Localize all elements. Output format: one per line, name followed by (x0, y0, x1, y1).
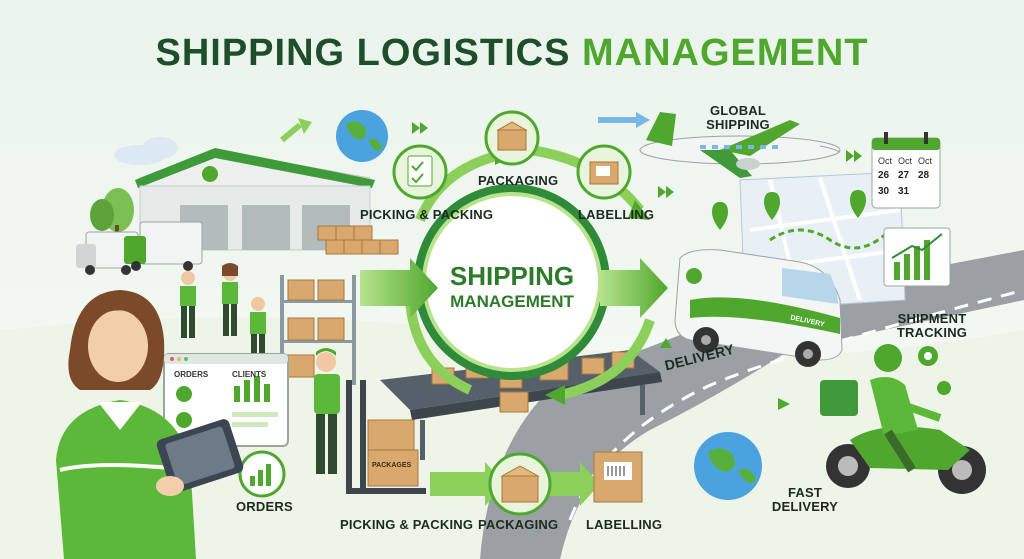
shelving (280, 275, 356, 385)
tablet-icon (156, 419, 244, 493)
map-pin-icon (712, 190, 951, 395)
cloud (114, 137, 178, 165)
label-picking-packing-top: PICKING & PACKING (360, 207, 494, 222)
calendar-day-30: 30 (878, 186, 890, 197)
worker (180, 271, 196, 338)
worker (222, 263, 238, 336)
checklist-icon (392, 144, 448, 200)
van-icon (674, 249, 843, 367)
box-icon (488, 452, 552, 516)
calendar-day-28: 28 (918, 170, 930, 181)
flow-arrows (280, 112, 668, 506)
woman-with-tablet (56, 290, 244, 559)
globe-icon (694, 432, 762, 500)
hub-line-1: SHIPPING (449, 261, 575, 291)
globe-icon (336, 110, 388, 162)
worker (250, 297, 266, 360)
calendar-day-27: 27 (898, 170, 910, 181)
chart-icon (238, 450, 286, 498)
chevrons (412, 122, 862, 410)
label-shipment-tracking: SHIPMENT TRACKING (896, 311, 968, 341)
title-part-2: MANAGEMENT (581, 32, 869, 74)
worker (314, 348, 340, 474)
label-labelling-top: LABELLING (578, 207, 655, 222)
box-icon (484, 110, 540, 166)
label-orders-bottom: ORDERS (236, 499, 293, 514)
hub-label: SHIPPING MANAGEMENT (432, 261, 592, 311)
calendar-month-3: Oct (918, 156, 933, 166)
label-fast-delivery: FAST DELIVERY (771, 485, 839, 515)
chart-icon (883, 227, 951, 287)
dashboard-orders-label: ORDERS (174, 370, 209, 379)
label-global-shipping: GLOBAL SHIPPING (706, 103, 770, 133)
box-text: PACKAGES (372, 462, 412, 469)
hub-line-2: MANAGEMENT (450, 291, 574, 311)
label-box-icon (576, 144, 632, 200)
box-icon (317, 225, 399, 255)
page-title: SHIPPING LOGISTICS MANAGEMENT (0, 32, 1024, 75)
motorcycle-icon (820, 344, 986, 494)
label-packaging-top: PACKAGING (478, 173, 559, 188)
label-packaging-bottom: PACKAGING (478, 517, 559, 532)
calendar-month-1: Oct (878, 156, 893, 166)
label-labelling-bottom: LABELLING (586, 517, 663, 532)
forklift-icon (346, 380, 426, 494)
dashboard-clients-label: CLIENTS (232, 370, 267, 379)
calendar-day-31: 31 (898, 186, 910, 197)
label-box-icon (593, 451, 643, 503)
label-picking-packing-bottom: PICKING & PACKING (340, 517, 474, 532)
airplane-icon (639, 112, 841, 178)
calendar-day-26: 26 (878, 170, 890, 181)
calendar-month-2: Oct (898, 156, 913, 166)
truck-icon (76, 221, 203, 275)
calendar-icon (871, 132, 941, 209)
title-part-1: SHIPPING LOGISTICS (155, 32, 571, 74)
dashboard-window (163, 353, 289, 447)
